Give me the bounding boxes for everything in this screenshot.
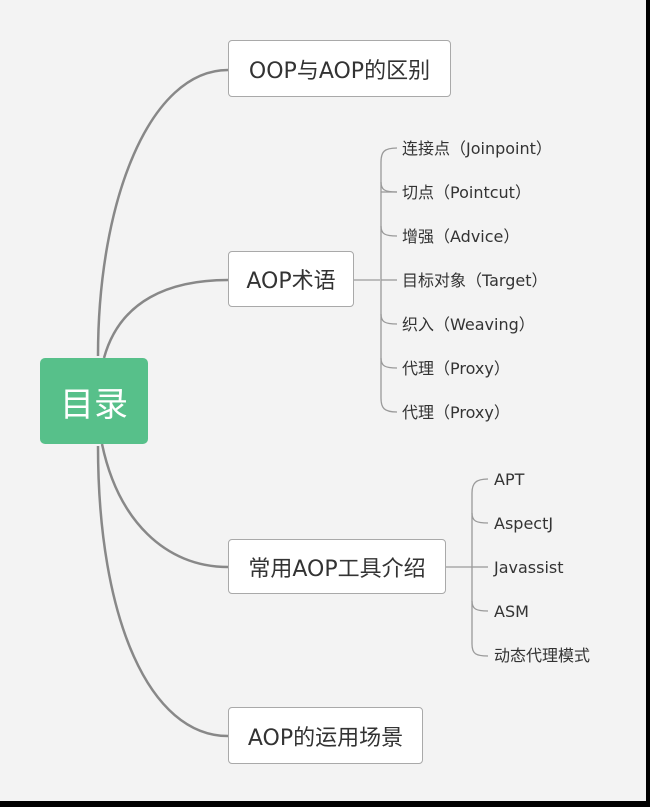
leaf-asm[interactable]: ASM (494, 602, 529, 621)
topic-oop-vs-aop[interactable]: OOP与AOP的区别 (228, 40, 451, 97)
leaf-javassist[interactable]: Javassist (494, 558, 564, 577)
topic-aop-tools[interactable]: 常用AOP工具介绍 (228, 539, 446, 594)
leaf-proxy[interactable]: 代理（Proxy） (402, 359, 510, 378)
leaf-aspectj[interactable]: AspectJ (494, 514, 554, 533)
leaf-dynamic-proxy[interactable]: 动态代理模式 (494, 646, 591, 665)
topic-label: 常用AOP工具介绍 (248, 556, 426, 582)
branch-line-topic-1 (96, 68, 229, 357)
branch-line-topic-3 (100, 443, 229, 569)
branch-line-topic-4 (96, 445, 229, 738)
leaf-apt[interactable]: APT (494, 470, 525, 489)
leaf-pointcut[interactable]: 切点（Pointcut） (402, 183, 531, 202)
topic-aop-terms[interactable]: AOP术语 (228, 251, 354, 307)
leaf-target[interactable]: 目标对象（Target） (402, 271, 548, 290)
root-node[interactable]: 目录 (40, 358, 148, 444)
leaf-joinpoint[interactable]: 连接点（Joinpoint） (402, 139, 552, 158)
branch-line-topic-2 (102, 278, 229, 359)
leaf-advice[interactable]: 增强（Advice） (402, 227, 520, 246)
leaf-bracket-tools (471, 478, 489, 657)
topic-label: AOP术语 (246, 269, 336, 294)
topic-aop-scenarios[interactable]: AOP的运用场景 (228, 707, 423, 764)
root-label: 目录 (60, 384, 128, 425)
topic-label: OOP与AOP的区别 (248, 58, 431, 84)
leaf-weaving[interactable]: 织入（Weaving） (402, 315, 535, 334)
leaf-proxy-2[interactable]: 代理（Proxy） (402, 403, 510, 422)
topic-label: AOP的运用场景 (247, 725, 404, 751)
